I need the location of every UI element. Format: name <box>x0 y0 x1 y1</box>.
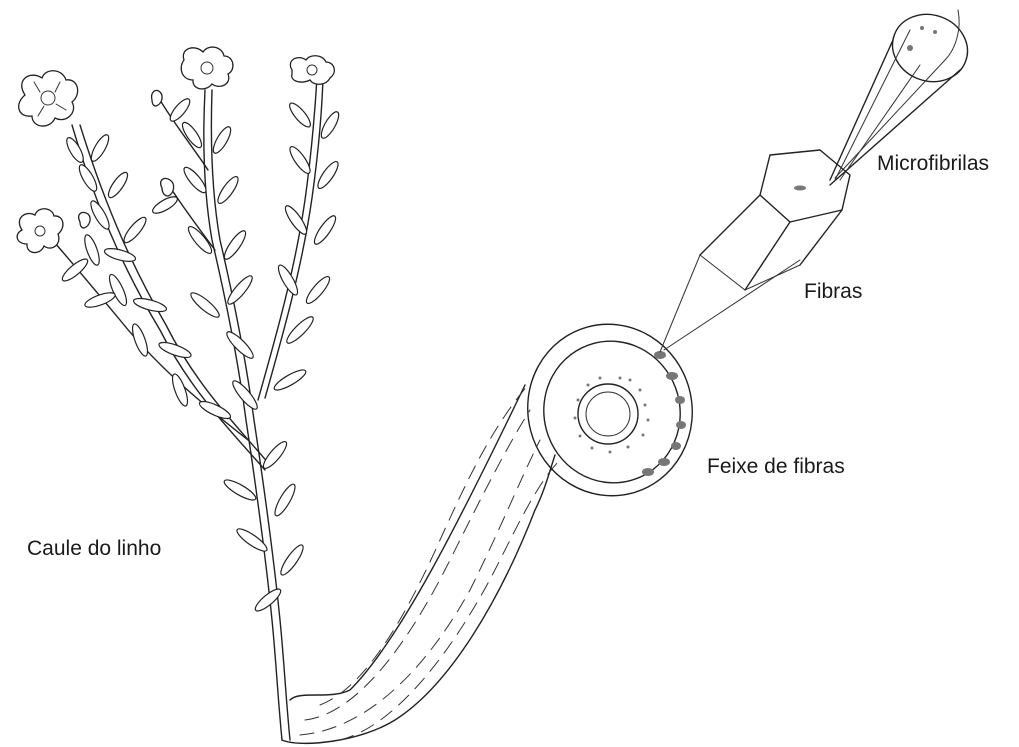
flax-flower-right <box>290 56 334 85</box>
flax-flower-left-lower <box>17 209 63 253</box>
stem-cross-section-tube <box>282 306 711 744</box>
flax-flower-left-top <box>19 71 78 126</box>
flax-flower-middle <box>181 47 233 89</box>
flax-bud-3 <box>79 212 90 228</box>
flax-bud-2 <box>161 178 174 196</box>
label-fibers: Fibras <box>804 280 862 304</box>
stem-section-inner-ring <box>528 326 696 498</box>
fiber-hexagonal-prism <box>660 150 850 352</box>
flax-bud <box>152 90 162 106</box>
label-flax-stem: Caule do linho <box>27 537 161 561</box>
stem-section-core <box>578 384 638 444</box>
label-microfibrils: Microfibrilas <box>877 152 989 176</box>
label-fiber-bundle: Feixe de fibras <box>707 455 845 479</box>
flax-plant-drawing <box>17 47 342 740</box>
